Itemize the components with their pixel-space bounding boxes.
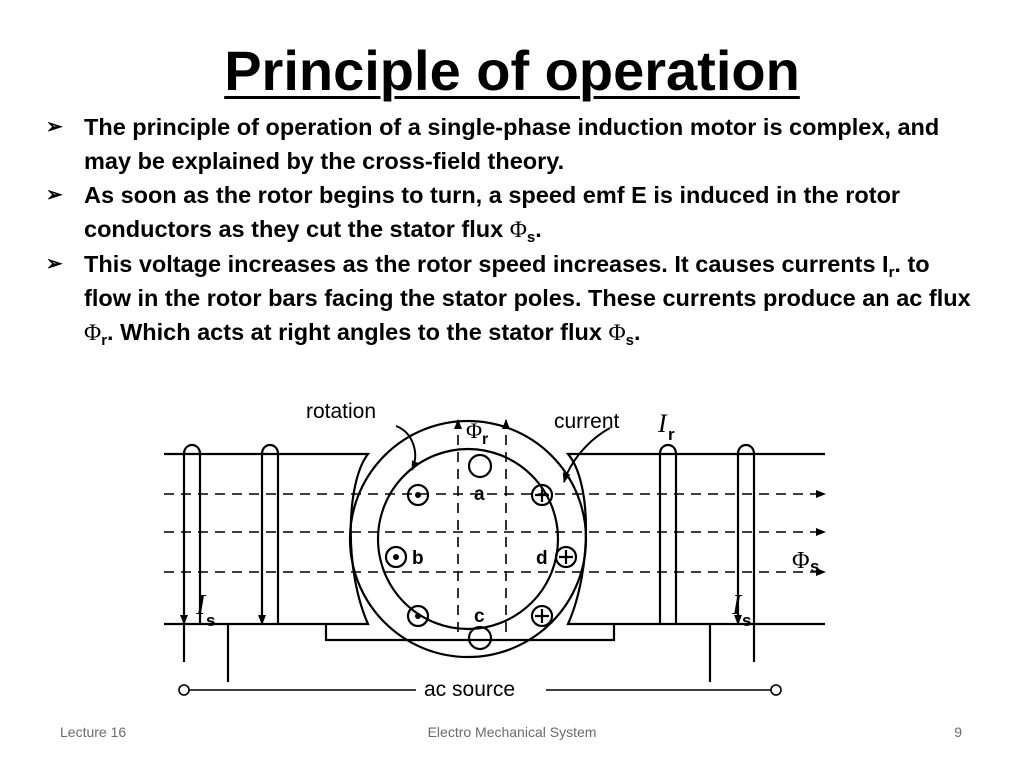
conductor-plus-bottom-right (530, 604, 554, 628)
current-label: current (554, 410, 620, 433)
terminal-right (770, 684, 782, 696)
conductor-a (467, 453, 493, 479)
is-left-symbol: I (195, 590, 207, 621)
bullet-text-end: . (535, 216, 542, 242)
bullet-text-end: . (633, 319, 641, 345)
phi-s-subscript: s (810, 557, 819, 576)
bullet-item-1: ➢ The principle of operation of a single… (44, 110, 974, 178)
flux-symbol: Φ (608, 320, 626, 346)
bullet-text: As soon as the rotor begins to turn, a s… (84, 182, 901, 242)
rotation-label: rotation (306, 400, 376, 423)
rotation-arrow (395, 425, 420, 471)
label-c: c (474, 606, 485, 627)
left-stator-pole (164, 452, 371, 626)
label-b: b (412, 548, 424, 569)
ac-source-label: ac source (424, 678, 515, 701)
flux-subscript: s (625, 332, 634, 349)
right-coil-2 (736, 443, 756, 662)
flux-subscript: s (526, 229, 536, 246)
conductor-plus-top-right (530, 483, 554, 507)
bullet-item-3: ➢ This voltage increases as the rotor sp… (44, 247, 974, 350)
slide-title: Principle of operation (224, 39, 800, 102)
phi-r-subscript: r (482, 431, 488, 448)
current-subscript: r (888, 264, 895, 281)
flux-symbol: Φ (84, 320, 102, 346)
left-coil-2 (260, 443, 280, 624)
base-frame (226, 624, 712, 682)
motor-diagram: rotation Φ r current I r a b c d Φ s I s… (164, 400, 826, 701)
conductor-c (467, 625, 493, 651)
terminal-left (178, 684, 190, 696)
rotor-outer (348, 419, 588, 659)
conductor-dot-top-left (406, 483, 430, 507)
bullet-list: ➢ The principle of operation of a single… (44, 110, 974, 350)
right-stator-pole (565, 452, 825, 626)
bullet-text: The principle of operation of a single-p… (84, 114, 940, 174)
conductor-plus-right (554, 545, 578, 569)
footer-page-number: 9 (954, 724, 962, 740)
rotor-inner (376, 447, 560, 631)
bullet-text: . to flow in the rotor bars facing the s… (84, 251, 971, 311)
label-a: a (474, 484, 485, 505)
is-right-subscript: s (742, 611, 751, 630)
conductor-dot-left (384, 545, 408, 569)
left-coil-1 (182, 443, 202, 662)
flux-symbol: Φ (509, 217, 527, 243)
bullet-item-2: ➢ As soon as the rotor begins to turn, a… (44, 178, 974, 247)
is-right-symbol: I (731, 590, 743, 621)
current-I-symbol: I (657, 409, 668, 438)
bullet-text: This voltage increases as the rotor spee… (84, 251, 889, 277)
right-coil-1 (658, 443, 678, 624)
arrow-bullet-icon: ➢ (46, 184, 63, 206)
is-left-subscript: s (206, 611, 215, 630)
current-I-subscript: r (668, 425, 675, 444)
label-d: d (536, 548, 548, 569)
bullet-text: . Which acts at right angles to the stat… (107, 319, 609, 345)
conductor-dot-bottom-left (406, 604, 430, 628)
current-pointer (562, 427, 611, 483)
footer-course-title: Electro Mechanical System (427, 724, 597, 740)
phi-r-symbol: Φ (466, 418, 482, 443)
phi-s-symbol: Φ (792, 548, 810, 574)
flux-subscript: r (101, 332, 108, 349)
arrow-bullet-icon: ➢ (46, 253, 63, 275)
arrow-bullet-icon: ➢ (46, 116, 63, 138)
footer-lecture: Lecture 16 (60, 724, 127, 740)
